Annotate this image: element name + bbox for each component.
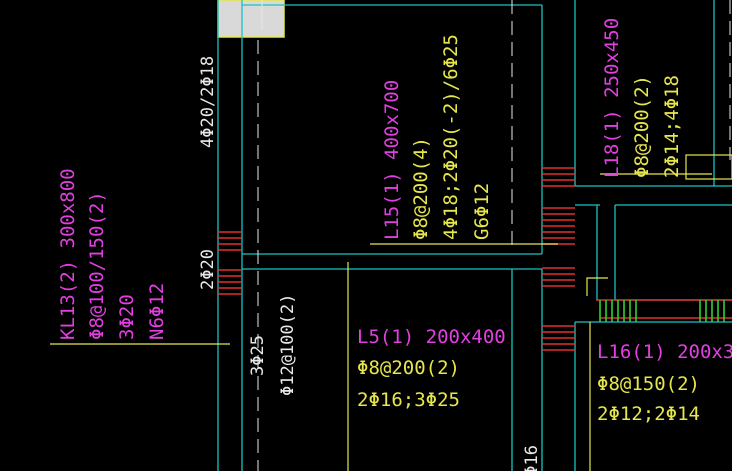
kl13-stirrup: Φ8@100/150(2) (86, 191, 108, 340)
l15-annotation: L15(1) 400x700 Φ8@200(4) 4Φ18;2Φ20(-2)/6… (381, 34, 493, 240)
bottom-edge-bars: 6Φ16 (522, 445, 542, 471)
l15-bars: 4Φ18;2Φ20(-2)/6Φ25 (440, 34, 462, 240)
l15-side-bar: G6Φ12 (471, 183, 493, 240)
mid-beam-bars: 3Φ25 (248, 335, 268, 376)
rebar-left-upper (218, 231, 242, 251)
left-support-bottom-bars: 2Φ20 (198, 249, 218, 290)
l5-name: L5(1) 200x400 (357, 326, 506, 348)
kl13-side-bar: N6Φ12 (146, 283, 168, 340)
rebar-mid-lower (542, 207, 575, 245)
l16-annotation: L16(1) 200x300 Φ8@150(2) 2Φ12;2Φ14 (597, 341, 732, 425)
mid-beam-annotation: 3Φ25 Φ12@100(2) (248, 294, 298, 396)
green-hatches (599, 300, 725, 322)
l5-annotation: L5(1) 200x400 Φ8@200(2) 2Φ16;3Φ25 (357, 326, 506, 411)
l5-stirrup: Φ8@200(2) (357, 357, 460, 379)
rebar-right-upper (542, 267, 575, 287)
rebar-mid-upper (542, 167, 575, 187)
l5-bars: 2Φ16;3Φ25 (357, 389, 460, 411)
rebar-hatches (218, 167, 732, 351)
l16-bars: 2Φ12;2Φ14 (597, 403, 700, 425)
mid-beam-stirrup: Φ12@100(2) (278, 294, 298, 396)
l18-stirrup: Φ8@200(2) (631, 75, 653, 178)
rebar-right-lower (542, 325, 575, 351)
kl13-annotation: KL13(2) 300x800 Φ8@100/150(2) 3Φ20 N6Φ12 (57, 168, 168, 340)
hidden-lines (257, 0, 731, 471)
l15-name: L15(1) 400x700 (381, 80, 403, 240)
selection-block[interactable] (217, 0, 285, 38)
kl13-top-bar: 3Φ20 (116, 294, 138, 340)
leader-lines (50, 154, 732, 471)
l16-stirrup: Φ8@150(2) (597, 373, 700, 395)
l18-bars: 2Φ14;4Φ18 (661, 75, 683, 178)
l16-name: L16(1) 200x300 (597, 341, 732, 363)
l18-annotation: L18(1) 250x450 Φ8@200(2) 2Φ14;4Φ18 (601, 18, 683, 178)
rebar-left-lower (218, 269, 242, 295)
l15-stirrup: Φ8@200(4) (410, 137, 432, 240)
l18-name: L18(1) 250x450 (601, 18, 623, 178)
kl13-name: KL13(2) 300x800 (57, 168, 79, 340)
leader-bend (586, 277, 608, 296)
left-support-top-bars: 4Φ20/2Φ18 (198, 56, 218, 148)
leader-l18-box (685, 154, 732, 180)
